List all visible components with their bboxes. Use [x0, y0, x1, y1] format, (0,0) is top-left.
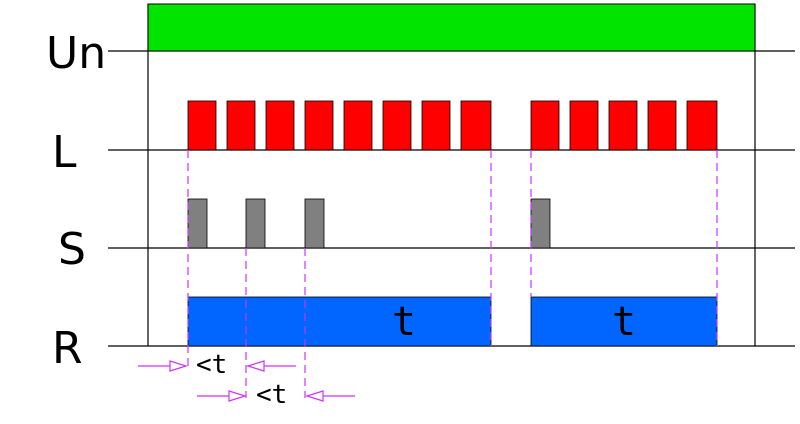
- r-interval-label-1: t: [392, 299, 417, 345]
- lt-interval-label-2: <t: [256, 380, 288, 410]
- l-pulse: [686, 100, 718, 151]
- l-pulse: [382, 100, 412, 151]
- arrow-left-head: [169, 360, 189, 372]
- row-label-l: L: [52, 127, 77, 178]
- r-output-bar: [530, 296, 718, 347]
- r-interval-label-2: t: [612, 299, 637, 345]
- l-pulse: [265, 100, 295, 151]
- l-pulse: [343, 100, 373, 151]
- l-pulse: [226, 100, 256, 151]
- s-pulse: [245, 198, 266, 249]
- row-label-r: R: [52, 323, 83, 374]
- un-supply-bar: [147, 3, 756, 52]
- s-pulse: [304, 198, 325, 249]
- l-pulse: [647, 100, 677, 151]
- l-pulse: [460, 100, 492, 151]
- s-pulse: [187, 198, 208, 249]
- l-pulse: [608, 100, 638, 151]
- arrow-right-head: [245, 360, 265, 372]
- s-pulse: [530, 198, 551, 249]
- arrow-right-head: [304, 390, 324, 402]
- r-output-bar: [187, 296, 492, 347]
- row-label-un: Un: [46, 28, 107, 79]
- row-label-s: S: [58, 224, 86, 275]
- l-pulse: [304, 100, 334, 151]
- l-pulse: [530, 100, 560, 151]
- l-pulse: [569, 100, 599, 151]
- l-pulse: [421, 100, 451, 151]
- lt-interval-label-1: <t: [196, 350, 228, 380]
- l-pulse: [187, 100, 217, 151]
- arrow-left-head: [228, 390, 248, 402]
